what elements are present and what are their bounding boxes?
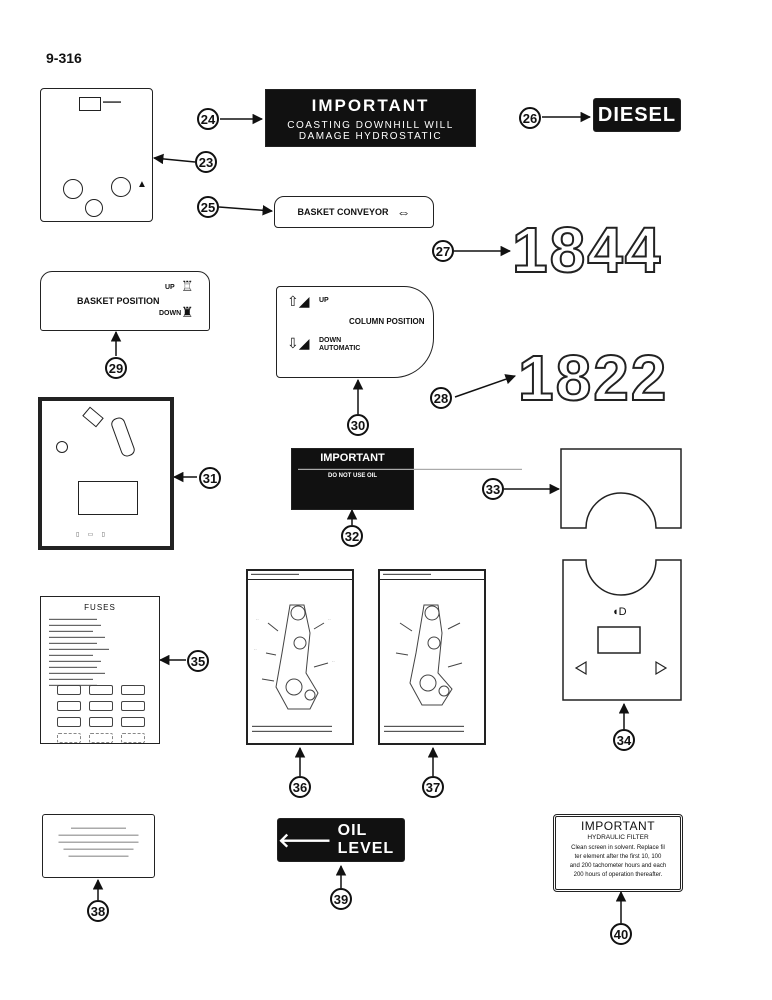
- decal-40-body-1: Clean screen in solvent. Replace fil: [571, 845, 665, 851]
- callout-30: 30: [347, 414, 369, 436]
- decal-40-hydraulic-filter: IMPORTANT HYDRAULIC FILTER Clean screen …: [553, 814, 683, 892]
- decal-35-fuses: FUSES ▬▬▬▬▬▬▬▬▬▬▬▬▬▬▬▬▬▬▬▬▬▬▬▬▬▬▬▬▬▬▬▬▬▬…: [40, 596, 160, 744]
- callout-28: 28: [430, 387, 452, 409]
- callout-23: 23: [195, 151, 217, 173]
- decal-32-title: IMPORTANT: [320, 452, 385, 464]
- decal-37-diagram-sheet: ▬▬▬▬▬▬▬▬▬▬▬▬ ▬▬▬▬▬▬▬▬▬▬▬▬▬▬▬▬▬▬▬▬▬▬▬▬▬▬▬…: [378, 569, 486, 745]
- decal-30-auto-label: AUTOMATIC: [319, 345, 361, 352]
- headlamp-icon: ◖D: [612, 606, 627, 618]
- decal-36-diagram-sheet: ▬▬▬▬▬▬▬▬▬▬▬▬ ·· ·· ·· ·· ▬▬▬▬▬▬▬▬▬▬▬▬▬▬▬▬▬▬…: [246, 569, 354, 745]
- decal-24-important-coasting: IMPORTANT COASTING DOWNHILL WILL DAMAGE …: [265, 89, 476, 147]
- svg-text:··: ··: [254, 647, 257, 652]
- decal-36-caption: ▬▬▬▬▬▬▬▬▬▬▬▬▬▬▬▬▬▬▬▬▬▬▬▬▬▬▬▬▬▬▬▬▬▬▬▬▬▬▬▬: [252, 723, 332, 733]
- decal-28-model-1822: 1822: [517, 342, 669, 414]
- decal-29-down-label: DOWN: [159, 310, 182, 317]
- decal-40-title: IMPORTANT: [580, 819, 656, 833]
- decal-36-drawing: ·· ·· ·· ··: [254, 604, 335, 710]
- callout-27: 27: [432, 240, 454, 262]
- callout-40: 40: [610, 923, 632, 945]
- svg-text:··: ··: [256, 617, 259, 622]
- basket-down-icon: ♜: [181, 304, 194, 320]
- fuse-grid: [57, 685, 149, 743]
- callout-32: 32: [341, 525, 363, 547]
- panel-warning-icon: ▲: [137, 179, 147, 190]
- decal-29-up-label: UP: [165, 284, 175, 291]
- decal-40-subtitle: HYDRAULIC FILTER: [587, 834, 649, 841]
- decal-25-text: BASKET CONVEYOR: [297, 207, 389, 217]
- decal-24-title: IMPORTANT: [311, 96, 430, 115]
- arrow-left-icon: 🡐: [278, 829, 332, 852]
- callout-38: 38: [87, 900, 109, 922]
- decal-40-body-3: and 200 tachometer hours and each: [569, 863, 667, 869]
- decal-30-down-label: DOWN: [319, 337, 342, 344]
- decal-24-line3: DAMAGE HYDROSTATIC: [298, 131, 443, 142]
- decal-40-body-4: 200 hours of operation thereafter.: [573, 872, 663, 878]
- panel-display-window: [79, 97, 101, 111]
- callout-39: 39: [330, 888, 352, 910]
- decal-37-caption: ▬▬▬▬▬▬▬▬▬▬▬▬▬▬▬▬▬▬▬▬▬▬▬▬▬▬▬▬▬▬▬▬▬▬▬▬▬▬▬▬: [384, 723, 464, 733]
- decal-37-header: ▬▬▬▬▬▬▬▬▬▬▬▬: [380, 571, 484, 580]
- decal-29-basket-position: BASKET POSITION UP ♖ DOWN ♜: [40, 271, 210, 331]
- decal-30-column-position: ⇧◢ UP COLUMN POSITION ⇩◢ DOWN AUTOMATIC: [276, 286, 434, 378]
- callout-35: 35: [187, 650, 209, 672]
- panel-gauge-bottom: [85, 199, 103, 217]
- decal-38-text-plate: ▬▬▬▬▬▬▬▬▬▬▬▬▬▬▬▬▬▬▬▬▬▬▬▬▬▬▬▬▬▬▬▬▬▬▬▬▬▬▬▬…: [42, 814, 155, 878]
- panel-31-window: [78, 481, 138, 515]
- panel-gauge-left: [63, 179, 83, 199]
- callout-34: 34: [613, 729, 635, 751]
- decal-27-model-1844: 1844: [511, 214, 663, 286]
- callout-24: 24: [197, 108, 219, 130]
- decal-26-text: DIESEL: [597, 103, 677, 126]
- decal-25-basket-conveyor: BASKET CONVEYOR ⇔: [274, 196, 434, 228]
- callout-36: 36: [289, 776, 311, 798]
- decal-32-important-oil: IMPORTANT ▬▬▬▬▬▬▬▬▬▬▬▬▬▬▬▬▬▬▬▬▬▬▬▬▬▬▬▬▬▬…: [291, 448, 522, 510]
- decal-39-oil-level: 🡐 OIL LEVEL: [277, 818, 405, 862]
- decal-37-drawing: [395, 604, 463, 706]
- decal-38-fine-print: ▬▬▬▬▬▬▬▬▬▬▬▬▬▬▬▬▬▬▬▬▬▬▬▬▬▬▬▬▬▬▬▬▬▬▬▬▬▬▬▬…: [58, 825, 139, 859]
- callout-31: 31: [199, 467, 221, 489]
- basket-up-icon: ♖: [181, 278, 194, 294]
- decal-36-header: ▬▬▬▬▬▬▬▬▬▬▬▬: [248, 571, 352, 580]
- decal-32-footer: DO NOT USE OIL: [327, 473, 377, 479]
- decal-30-title: COLUMN POSITION: [349, 317, 425, 326]
- decal-23-instrument-panel: ▬▬▬ ▲: [40, 88, 153, 222]
- panel-31-knob-left: [56, 441, 68, 453]
- fuse-list: ▬▬▬▬▬▬▬▬▬▬▬▬▬▬▬▬▬▬▬▬▬▬▬▬▬▬▬▬▬▬▬▬▬▬▬▬▬▬▬▬…: [49, 616, 109, 687]
- column-down-icon: ⇩◢: [287, 335, 310, 351]
- column-up-icon: ⇧◢: [287, 293, 310, 309]
- decal-29-text: BASKET POSITION: [77, 296, 160, 306]
- double-arrow-icon: ⇔: [396, 204, 411, 220]
- callout-25: 25: [197, 196, 219, 218]
- decal-30-up-label: UP: [319, 297, 329, 304]
- panel-31-footer-marks: ▯ ▭ ▯: [76, 532, 105, 538]
- decal-26-diesel: DIESEL: [593, 98, 681, 132]
- decal-35-title: FUSES: [84, 603, 116, 612]
- decal-39-text: OIL LEVEL: [337, 822, 395, 857]
- decal-24-line2: COASTING DOWNHILL WILL: [287, 120, 454, 131]
- page-number: 9-316: [46, 50, 82, 66]
- decal-31-control-panel: ▯ ▭ ▯: [38, 397, 174, 550]
- callout-29: 29: [105, 357, 127, 379]
- panel-header-text: ▬▬▬: [103, 99, 121, 105]
- callout-37: 37: [422, 776, 444, 798]
- svg-text:··: ··: [332, 659, 335, 664]
- panel-gauge-right: [111, 177, 131, 197]
- callout-26: 26: [519, 107, 541, 129]
- svg-text:··: ··: [328, 617, 331, 622]
- callout-33: 33: [482, 478, 504, 500]
- decal-40-body-2: ter element after the first 10, 100: [574, 854, 662, 860]
